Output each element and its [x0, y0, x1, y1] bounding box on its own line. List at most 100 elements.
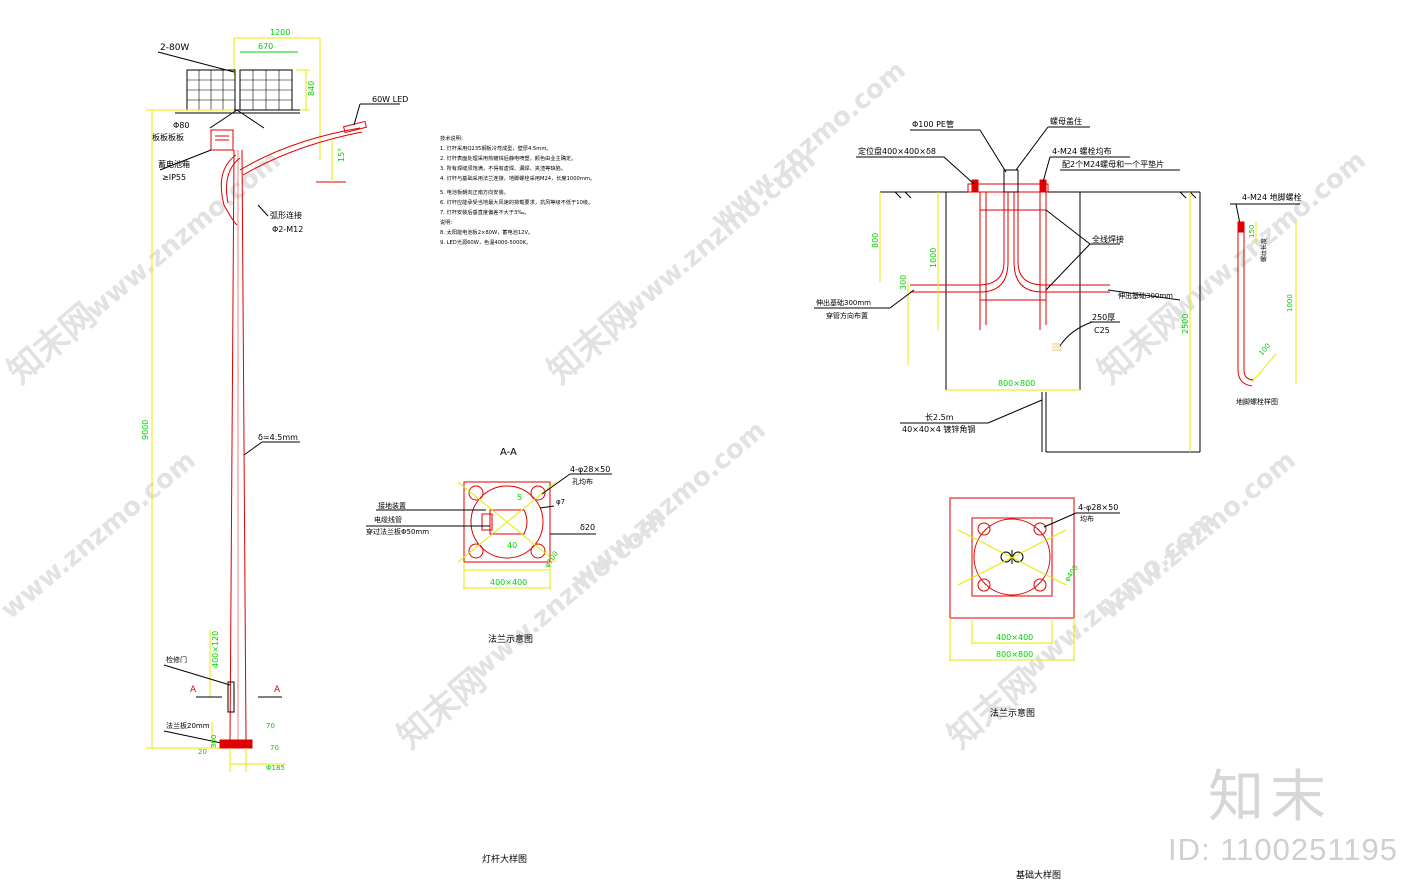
tilt-label: 15°: [337, 148, 346, 162]
plan-hole-note: 均布: [1080, 514, 1094, 523]
base-dim-70a: 70: [266, 722, 275, 730]
anchor-thread: 螺纹长度: [1260, 238, 1268, 262]
dim-1000: 1000: [929, 248, 938, 268]
nut-label: 配2个M24螺母和一个平垫片: [1062, 159, 1164, 169]
aa-delta20: δ20: [580, 523, 595, 532]
note-line: 5. 电池板朝向正南方向安装。: [440, 188, 509, 196]
plan-inner-size: 400×400: [996, 633, 1033, 642]
foundation-caption: 基础大样图: [1016, 869, 1061, 881]
panel-width-label: 670: [258, 42, 273, 51]
pe-pipe-label: Φ100 PE管: [912, 119, 954, 129]
plan-inner: [971, 517, 1053, 597]
diameter-label: Φ185: [266, 764, 285, 772]
watermark-text: www.znzmo.com: [1165, 145, 1371, 325]
dim-800: 800: [871, 233, 880, 248]
note-line: 2. 灯杆表面处理采用热镀锌后静电喷塑，颜色由业主确定。: [440, 154, 576, 162]
base-size-label: 800×800: [998, 379, 1035, 388]
bolt-label: 4-M24 螺栓均布: [1052, 146, 1112, 156]
watermark-text: www.znzmo.com: [0, 445, 202, 625]
note-line: 7. 灯杆安装后垂直度偏差不大于3‰。: [440, 208, 530, 216]
dim-2500: 2500: [1181, 314, 1190, 334]
panel-label: 2-80W: [160, 43, 189, 53]
watermark-text: www.znzmo.com: [705, 55, 911, 235]
conduit-pipe: [910, 192, 1005, 286]
aa-circle: [470, 485, 544, 559]
note-line: 3. 所有焊缝须饱满，不得有虚焊、漏焊、夹渣等缺陷。: [440, 164, 566, 172]
pole-thickness-label: δ=4.5mm: [258, 433, 298, 442]
note-line: 说明：: [440, 218, 456, 226]
note-line: 4. 灯杆与基础采用法兰连接，地脚螺栓采用M24，长度1000mm。: [440, 174, 595, 182]
aa-caption: 法兰示意图: [488, 633, 533, 645]
steel-plate-label: 定位盘400×400×δ8: [858, 146, 936, 156]
pole-elevation: 1200 670 2-80W 840 Φ80 板板板板 蓄电池箱 ≥IP55: [141, 28, 527, 865]
bracket-label: 板板板板: [152, 132, 184, 142]
battery-box: [210, 129, 234, 151]
plan-outer: [949, 497, 1075, 619]
ip-label: ≥IP55: [162, 173, 186, 182]
aa-ground-label: 接地装置: [378, 501, 406, 510]
note-line: 6. 灯杆应能承受当地最大风速的荷载要求，抗风等级不低于10级。: [440, 198, 593, 206]
lamp-label: 60W LED: [372, 95, 408, 104]
door-label: 检修门: [166, 655, 187, 664]
panel-height-label: 840: [307, 81, 316, 96]
base-dim-300: 300: [210, 735, 218, 748]
aa-plate: [463, 481, 551, 563]
cap-plate: [967, 183, 1049, 193]
aa-hole-note: 孔均布: [572, 477, 593, 486]
pipe-label: Φ80: [173, 121, 189, 130]
aa-phi100: φ100: [543, 550, 560, 569]
anchor-dim150: 150: [1248, 225, 1256, 238]
base-dim-20: 20: [198, 748, 207, 756]
plan-caption: 法兰示意图: [990, 707, 1035, 719]
plan-outer-size: 800×800: [996, 650, 1033, 659]
ground-rod-label: 长2.5m: [925, 412, 954, 422]
ground-rod-spec: 40×40×4 镀锌角钢: [902, 424, 975, 434]
aa-dim5: 5: [517, 493, 522, 502]
watermark-text: www.znzmo.com: [1095, 445, 1301, 625]
anchor-dim1000: 1000: [1286, 294, 1294, 312]
aa-title: A-A: [500, 447, 517, 458]
aa-cable-label: 电缆线管: [374, 515, 402, 524]
pole-shaft-left: [229, 149, 235, 741]
flange-label: 法兰板20mm: [166, 721, 210, 730]
note-line: 1. 灯杆采用Q235钢板冷弯成型，壁厚4.5mm。: [440, 144, 552, 152]
pole-caption: 灯杆大样图: [482, 853, 527, 865]
left-ext-note: 穿管方向布置: [826, 311, 868, 320]
pole-shaft-right: [241, 149, 247, 741]
plan-hole-label: 4-φ28×50: [1078, 503, 1118, 512]
concrete-label: C25: [1094, 326, 1110, 335]
overall-width-label: 1200: [270, 28, 290, 37]
grade-label: 250厚: [1092, 313, 1115, 322]
aa-size: 400×400: [490, 578, 527, 587]
base-dim-70b: 70: [270, 744, 279, 752]
service-door: [227, 681, 235, 713]
flange-section-aa: A-A 400×400 5 40 4-φ28×50 孔均布 φ7 δ20 φ10…: [366, 447, 612, 645]
plan-phi: φ400: [1063, 564, 1080, 583]
watermark-logo: 知末: [1208, 765, 1332, 830]
anchor-bolt-shape: [1237, 222, 1253, 387]
section-a-right: A: [274, 685, 281, 695]
anchor-caption: 地脚螺栓样图: [1236, 397, 1278, 406]
aa-hole-label: 4-φ28×50: [570, 465, 610, 474]
note-line: 技术说明：: [440, 134, 466, 142]
arm-bolt-label: Φ2-M12: [272, 225, 303, 234]
aa-cable-note: 穿过法兰板Φ50mm: [366, 527, 429, 536]
left-ext-label: 伸出基础300mm: [816, 298, 871, 307]
dim-300: 300: [899, 275, 908, 290]
foundation-section: 800 1000 300 2500 800×800 Φ100 PE管 螺母盖住 …: [814, 116, 1201, 881]
pole-base-plate: [219, 739, 253, 749]
anchor-label: 4-M24 地脚螺栓: [1242, 192, 1302, 202]
watermark-layer: 知末网 www.znzmo.com www.znzmo.com 知末网 www.…: [0, 55, 1372, 757]
note-line: 9. LED光源60W，色温4000-5000K。: [440, 238, 531, 246]
cap-label: 螺母盖住: [1050, 116, 1082, 126]
flange-plan: 400×400 800×800 4-φ28×50 均布 φ400 法兰示意图: [949, 497, 1120, 719]
note-line: 8. 太阳能电池板2×80W，蓄电池12V。: [440, 228, 533, 236]
section-a-left: A: [190, 685, 197, 695]
door-size-label: 400×120: [211, 631, 220, 668]
watermark-id: ID: 1100251195: [1168, 832, 1399, 867]
aa-phi7: φ7: [556, 498, 565, 506]
watermark-text: www.znzmo.com: [565, 415, 771, 595]
technical-notes: 技术说明： 1. 灯杆采用Q235钢板冷弯成型，壁厚4.5mm。 2. 灯杆表面…: [440, 134, 595, 246]
rebar-label: 全线焊接: [1092, 234, 1124, 244]
